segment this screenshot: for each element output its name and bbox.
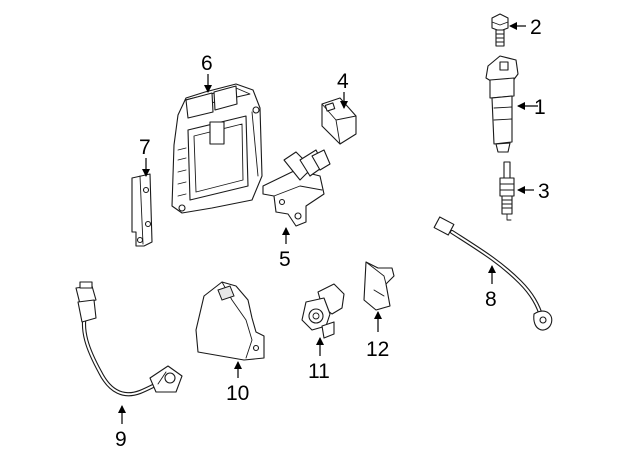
bolt-part	[491, 13, 509, 47]
knock-sensor-part	[433, 216, 553, 331]
callout-9: 9	[115, 428, 127, 451]
callout-3: 3	[538, 180, 550, 203]
callout-6: 6	[201, 52, 213, 75]
callout-4: 4	[337, 70, 349, 93]
spark-plug-part	[499, 161, 515, 221]
leader-lines	[118, 22, 538, 424]
callout-7: 7	[139, 136, 151, 159]
cover-part	[195, 281, 265, 361]
callout-2: 2	[530, 16, 542, 39]
engine-control-module-part	[171, 83, 263, 214]
callout-10: 10	[226, 382, 249, 405]
speed-sensor-part	[75, 281, 183, 397]
callout-11: 11	[308, 360, 330, 383]
callout-8: 8	[485, 288, 497, 311]
position-sensor-part	[301, 283, 345, 339]
callout-labels: 1 2 3 4 5 6 7 8 9 10 11 12	[115, 16, 550, 451]
bracket-5-part	[262, 149, 331, 227]
callout-5: 5	[279, 248, 291, 271]
bracket-part	[131, 173, 153, 247]
bracket-12-part	[363, 261, 395, 311]
ignition-coil-part	[485, 55, 519, 153]
callout-1: 1	[534, 96, 546, 119]
module-4-part	[321, 97, 357, 145]
callout-12: 12	[366, 338, 389, 361]
